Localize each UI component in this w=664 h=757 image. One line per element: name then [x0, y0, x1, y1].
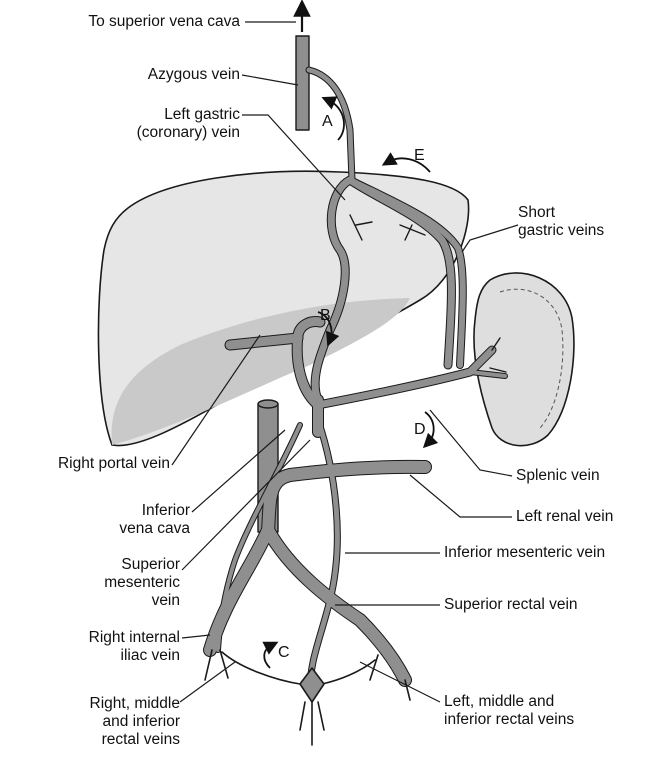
label-short-gastric-veins: Short gastric veins: [518, 204, 604, 240]
label-superior-mesenteric-vein: Superior mesenteric vein: [104, 556, 180, 610]
flow-marker-d: D: [414, 421, 426, 438]
label-to-superior-vena-cava: To superior vena cava: [88, 13, 240, 31]
label-right-internal-iliac-vein: Right internal iliac vein: [89, 629, 180, 665]
label-inferior-mesenteric-vein: Inferior mesenteric vein: [444, 544, 605, 562]
flow-marker-b: B: [320, 307, 331, 324]
flow-marker-e: E: [414, 147, 425, 164]
label-right-rectal-veins: Right, middle and inferior rectal veins: [90, 695, 180, 749]
label-left-renal-vein: Left renal vein: [516, 508, 613, 526]
label-superior-rectal-vein: Superior rectal vein: [444, 596, 578, 614]
label-left-gastric-vein: Left gastric (coronary) vein: [137, 106, 240, 142]
label-right-portal-vein: Right portal vein: [58, 455, 170, 473]
label-inferior-vena-cava: Inferior vena cava: [119, 502, 190, 538]
label-left-rectal-veins: Left, middle and inferior rectal veins: [444, 693, 574, 729]
label-azygous-vein: Azygous vein: [148, 66, 240, 84]
label-splenic-vein: Splenic vein: [516, 467, 600, 485]
flow-marker-c: C: [278, 644, 290, 661]
flow-marker-a: A: [322, 113, 333, 130]
